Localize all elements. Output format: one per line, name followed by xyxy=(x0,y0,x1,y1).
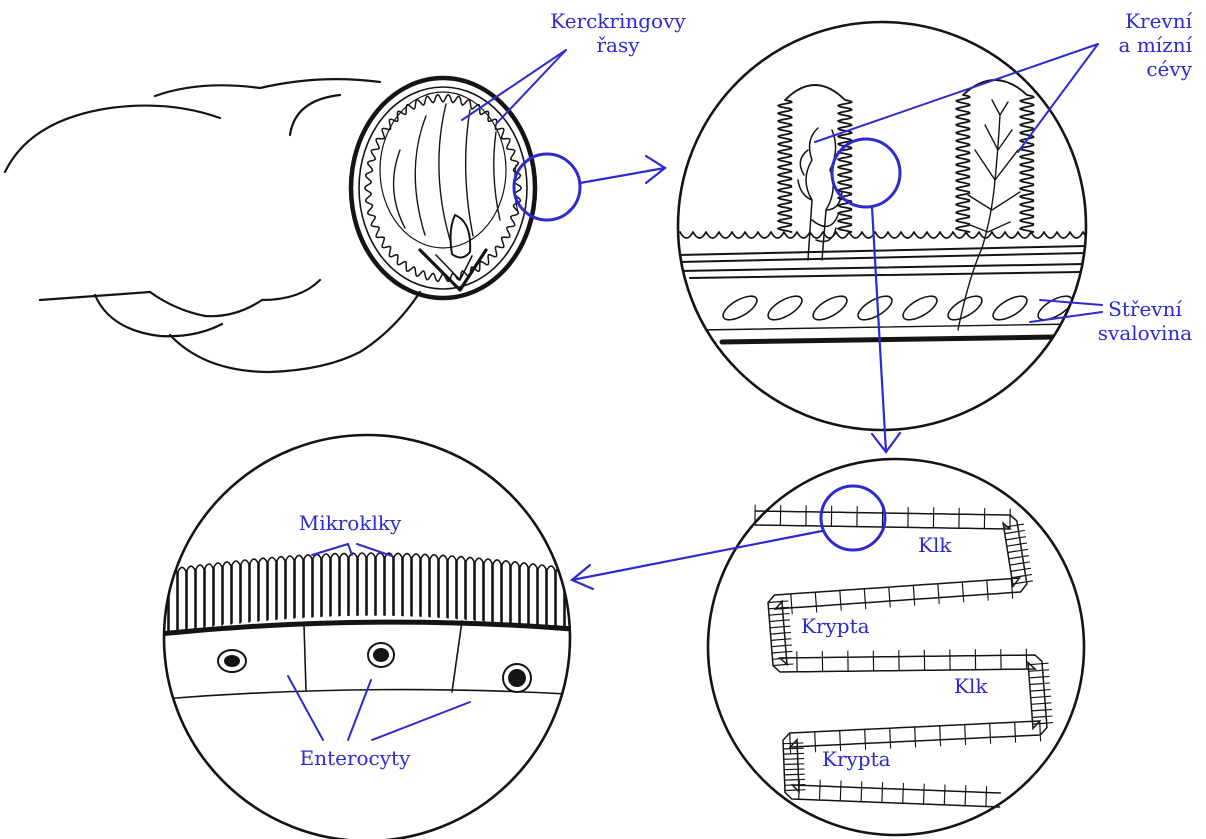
vessels-label-line3: cévy xyxy=(1060,57,1192,81)
microvilli-label: Mikroklky xyxy=(280,511,420,535)
villus-detail-panel xyxy=(708,459,1084,835)
kerckring-folds-label-line2: řasy xyxy=(528,33,708,57)
muscle-label-line2: svalovina xyxy=(1094,321,1196,345)
crypt-label-bottom: Krypta xyxy=(822,747,891,771)
crypt-label-top: Krypta xyxy=(801,614,870,638)
cross-section-zoom-circle xyxy=(514,154,580,220)
vessels-label-line1: Krevní xyxy=(1060,9,1192,33)
kerckring-folds-label-line1: Kerckringovy xyxy=(528,9,708,33)
zoom-arrow-fold xyxy=(580,156,665,183)
intestinal-muscle-label: Střevní svalovina xyxy=(1094,297,1196,345)
enterocytes-label: Enterocyty xyxy=(275,746,435,770)
blood-lymph-vessels-label: Krevní a mízní cévy xyxy=(1060,9,1192,81)
muscle-label-line1: Střevní xyxy=(1094,297,1196,321)
enterocyte-detail-panel xyxy=(150,435,585,839)
vessels-label-line2: a mízní xyxy=(1060,33,1192,57)
villus-label-top: Klk xyxy=(918,533,951,557)
kerckring-folds-label: Kerckringovy řasy xyxy=(528,9,708,57)
villus-label-bottom: Klk xyxy=(954,674,987,698)
fold-detail-panel xyxy=(678,22,1096,430)
intestine-overview-panel xyxy=(5,78,580,372)
